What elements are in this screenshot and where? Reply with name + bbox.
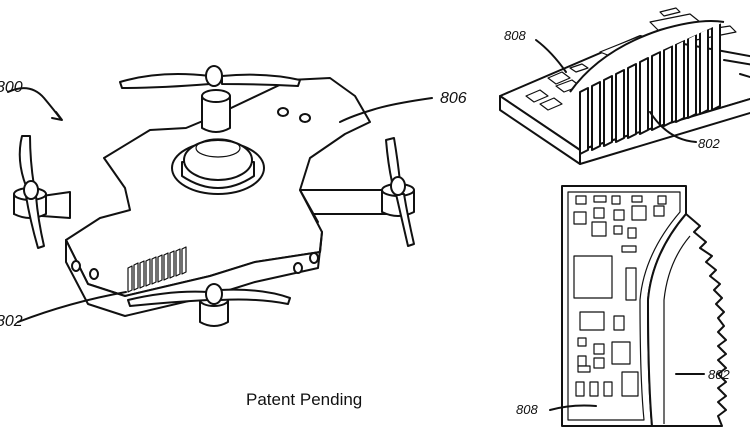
ref-label-808-top: 808 (504, 28, 526, 43)
ref-label-808-board: 808 (516, 402, 538, 417)
drone-hole (71, 260, 81, 272)
drone-dome-top (183, 139, 253, 181)
drone-hole (299, 113, 311, 123)
ref-label-806: 806 (440, 90, 467, 107)
leader-line-806 (339, 97, 433, 123)
board-toothed-edge (647, 213, 727, 427)
drone-heat-sink (127, 246, 187, 293)
leader-line-802-drone (17, 291, 127, 323)
ref-label-802-drone: 802 (0, 313, 23, 330)
board-components (573, 195, 667, 397)
drone-body-front (65, 231, 323, 317)
caption-patent-pending: Patent Pending (246, 390, 363, 409)
ref-label-802-top: 802 (698, 136, 720, 151)
leader-line-808-top (535, 39, 567, 73)
leader-line-802-top (649, 111, 697, 143)
drone-rotor-bottom (127, 283, 291, 327)
drone-rotor-right (381, 137, 415, 247)
drone-rotor-left (13, 135, 47, 249)
drone-figure: 800 806 802 (0, 65, 467, 330)
heat-sink-module-figure: 808 802 (499, 7, 750, 165)
drone-hole (277, 107, 289, 117)
drone-hole (293, 262, 303, 274)
drone-hole (309, 252, 319, 264)
ref-label-802-board: 802 (708, 367, 730, 382)
leader-line-808-board (549, 404, 597, 411)
ref-label-800: 800 (0, 79, 23, 96)
circuit-board-figure: 808 802 (516, 185, 730, 427)
drone-rotor-top (119, 65, 301, 133)
drone-hole (89, 268, 99, 280)
module-heat-sink-fins (569, 20, 725, 155)
